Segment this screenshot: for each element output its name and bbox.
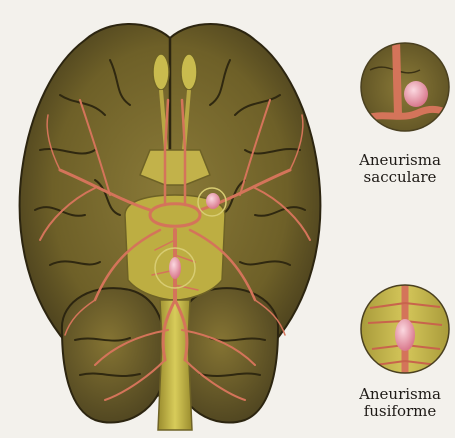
fusiform-aneurysm-caption: Aneurisma fusiforme [345, 386, 455, 420]
saccular-caption-line2: sacculare [345, 169, 455, 186]
fusiform-caption-line2: fusiforme [345, 403, 455, 420]
fusiform-caption-line1: Aneurisma [345, 386, 455, 403]
saccular-aneurysm-icon [360, 40, 450, 135]
saccular-caption-line1: Aneurisma [345, 152, 455, 169]
fusiform-aneurysm-icon [360, 283, 450, 375]
brain-base-illustration [0, 0, 340, 438]
saccular-aneurysm-caption: Aneurisma sacculare [345, 152, 455, 186]
